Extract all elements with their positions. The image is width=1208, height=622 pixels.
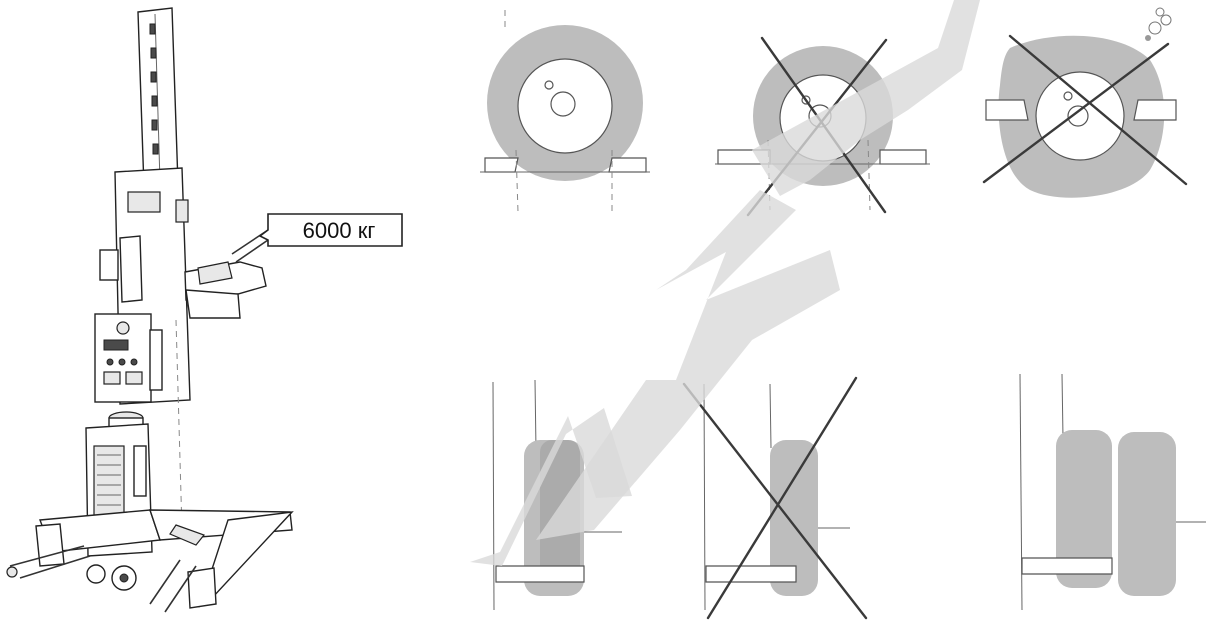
mast-slots	[149, 23, 159, 155]
lift-handle-grip	[6, 566, 18, 578]
capacity-callout: 6000 кг	[231, 213, 403, 263]
tire-outer	[1118, 432, 1176, 596]
panel-wheel-wrong-burst	[982, 7, 1188, 198]
panel-side-dual-correct	[1019, 373, 1206, 611]
lift-brand-plate	[127, 191, 161, 213]
wheel-hub	[1067, 105, 1089, 127]
cross-mark	[706, 376, 858, 620]
cross-mark	[982, 42, 1170, 184]
wheel-hub	[550, 91, 576, 117]
watermark-letter-z	[536, 190, 840, 540]
chock-left	[484, 157, 519, 173]
tire-side	[770, 440, 818, 596]
lift-fork-side	[1021, 557, 1113, 575]
power-knob-icon	[116, 321, 130, 335]
lift-fork-side	[495, 565, 585, 583]
watermark-letter-a	[470, 408, 632, 566]
chock-left	[985, 99, 1029, 121]
panel-side-wrong	[682, 376, 868, 620]
mobile-column-lift	[6, 7, 294, 613]
chock-right	[879, 149, 927, 165]
watermark-azt	[470, 0, 980, 566]
burst-air-icon	[1145, 7, 1172, 41]
panel-display	[103, 339, 129, 351]
tire-inner	[1056, 430, 1112, 588]
capacity-label: 6000 кг	[303, 218, 376, 243]
watermark-letter-t	[752, 0, 980, 196]
lift-fork-side	[705, 565, 797, 583]
panel-wheel-correct	[480, 10, 650, 213]
chock-right	[608, 157, 647, 173]
chock-right	[1133, 99, 1177, 121]
